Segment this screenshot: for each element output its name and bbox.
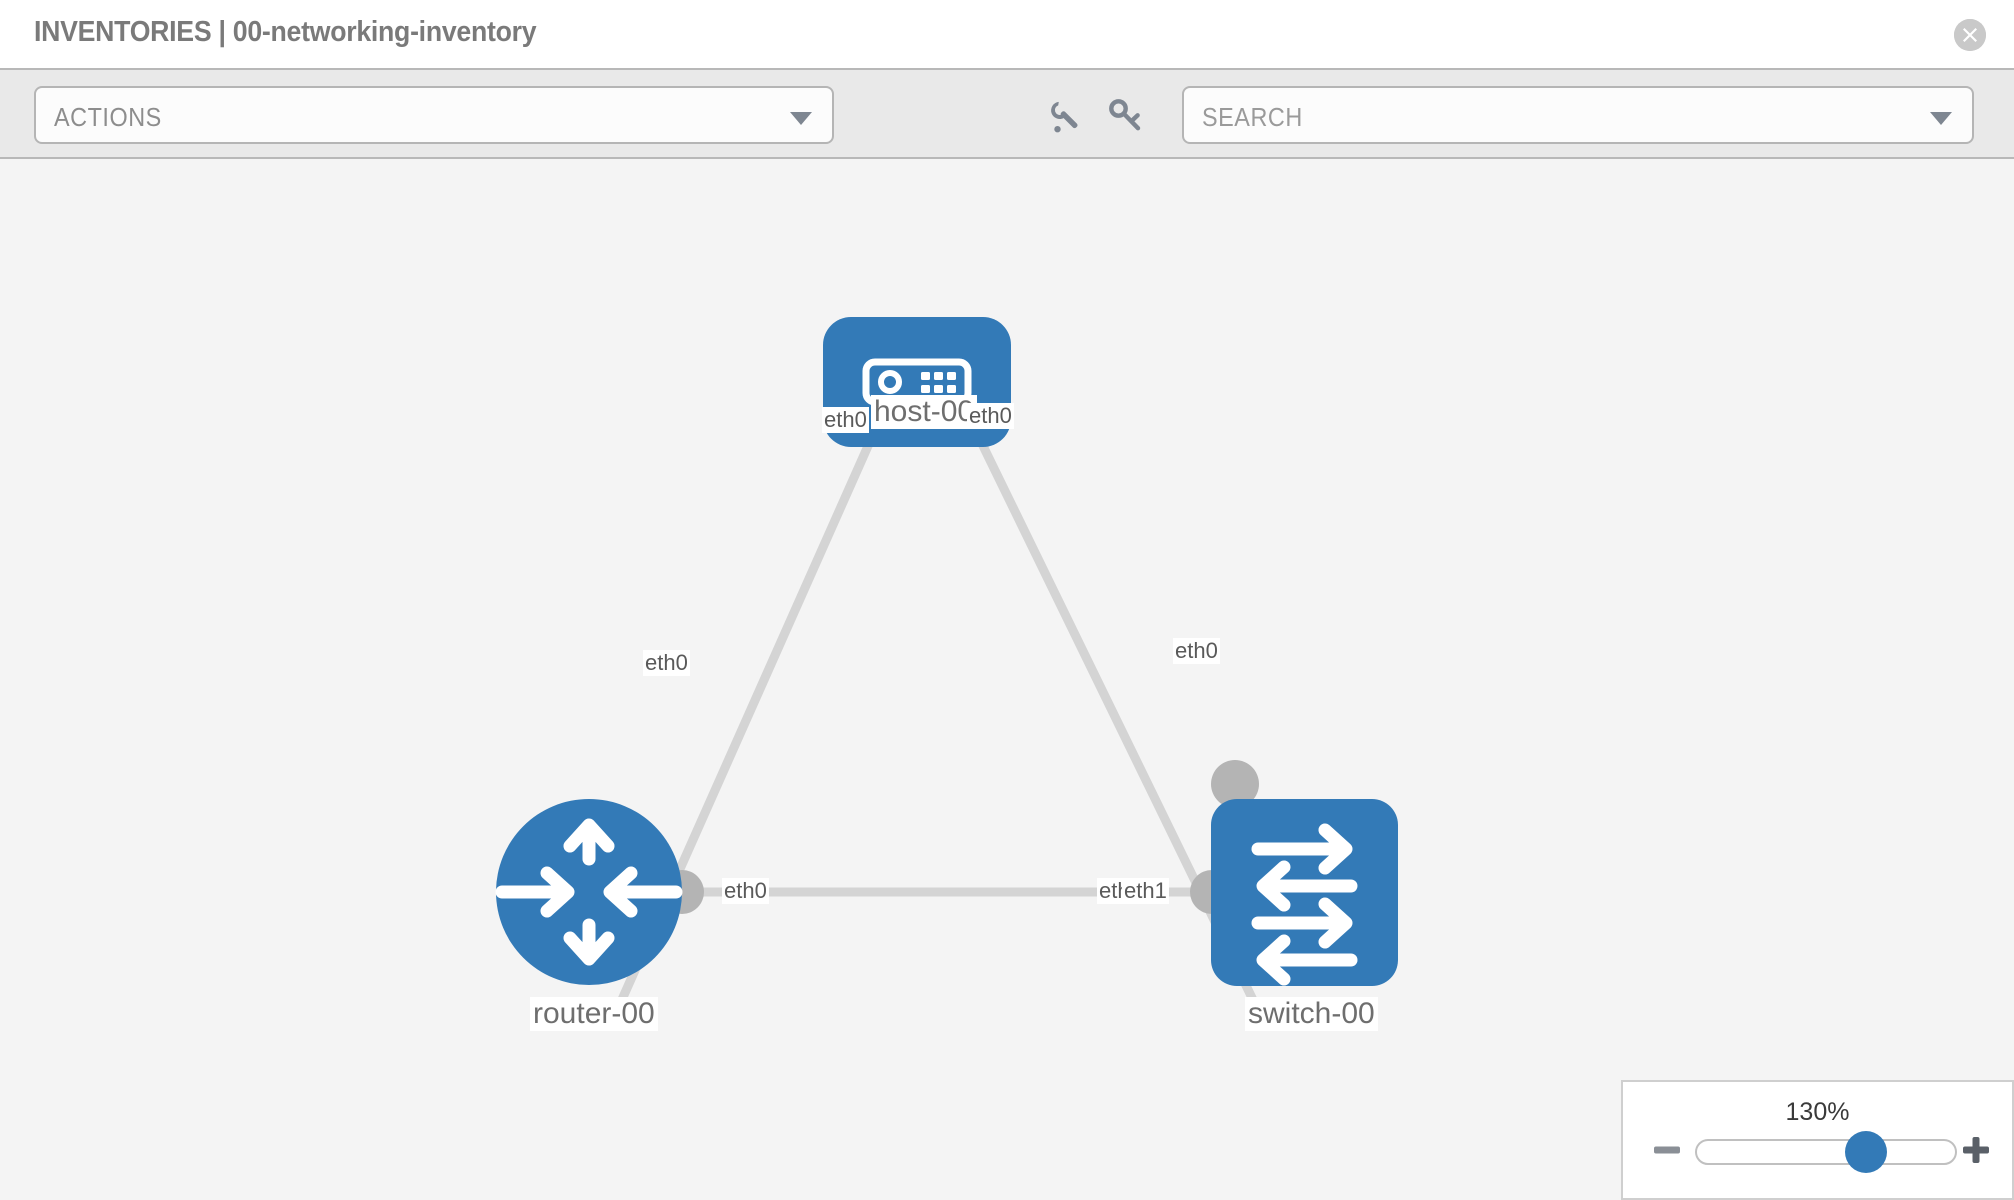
chevron-down-icon — [790, 112, 812, 125]
iface-label-switch-eth0-uplink: eth0 — [1173, 638, 1220, 664]
node-label-host-00: host-00 — [871, 395, 978, 429]
topology-links — [615, 372, 1260, 1006]
actions-dropdown[interactable]: ACTIONS — [34, 86, 834, 144]
iface-label-host-eth0-left: eth0 — [822, 407, 869, 433]
close-button[interactable] — [1954, 19, 1986, 51]
topology-canvas[interactable]: host-00 router-00 switch-00 eth0 eth0 et… — [0, 159, 2014, 1200]
zoom-slider-track[interactable] — [1695, 1139, 1957, 1165]
zoom-control-panel: 130% — [1621, 1080, 2014, 1200]
iface-label-router-eth0-uplink: eth0 — [643, 650, 690, 676]
page-title: INVENTORIES | 00-networking-inventory — [34, 16, 537, 48]
iface-label-router-eth0-trunk: eth0 — [722, 878, 769, 904]
actions-dropdown-label: ACTIONS — [54, 102, 162, 132]
node-switch-00[interactable] — [1211, 799, 1398, 986]
zoom-out-button[interactable] — [1651, 1134, 1683, 1166]
wrench-icon[interactable] — [1045, 96, 1085, 136]
node-label-router-00: router-00 — [530, 997, 658, 1031]
minus-icon — [1654, 1146, 1680, 1154]
connector-switch-top — [1211, 760, 1259, 808]
zoom-in-button[interactable] — [1960, 1134, 1992, 1166]
search-placeholder: SEARCH — [1202, 102, 1303, 132]
toolbar: ACTIONS SEARCH — [0, 68, 2014, 159]
node-router-00[interactable] — [495, 799, 683, 985]
chevron-down-icon — [1930, 112, 1952, 125]
page-header: INVENTORIES | 00-networking-inventory — [0, 0, 2014, 68]
zoom-level-value: 130% — [1785, 1098, 1850, 1126]
close-circle-icon — [1954, 19, 1986, 51]
iface-label-host-eth0-right: eth0 — [967, 403, 1014, 429]
node-label-switch-00: switch-00 — [1245, 997, 1378, 1031]
zoom-slider-thumb[interactable] — [1845, 1131, 1887, 1173]
key-icon[interactable] — [1105, 96, 1145, 136]
search-input[interactable]: SEARCH — [1182, 86, 1974, 144]
topology-graph — [495, 317, 1398, 1006]
plus-icon — [1963, 1137, 1989, 1163]
iface-label-switch-eth1-trunk: eth1 — [1122, 878, 1169, 904]
